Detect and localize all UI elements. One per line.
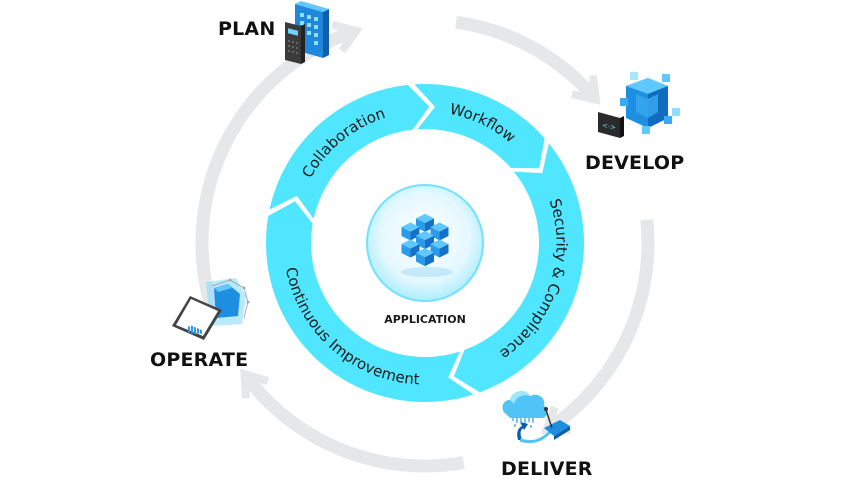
stage-label-develop: DEVELOP — [585, 152, 685, 174]
outer-arc-deliver-to-operate — [244, 376, 465, 473]
outer-arc-develop-to-deliver — [549, 219, 655, 431]
stage-label-plan: PLAN — [218, 18, 276, 40]
code-cubes-icon: <·> — [598, 72, 680, 138]
application-hub — [366, 184, 484, 302]
cloud-deploy-icon — [502, 391, 570, 444]
inner-segment-workflow — [414, 83, 545, 169]
outer-arc-plan-to-develop — [455, 15, 596, 99]
monitoring-dashboard-icon — [172, 278, 250, 340]
svg-text:<·>: <·> — [601, 121, 616, 132]
inner-segment-security — [453, 143, 584, 393]
inner-segment-continuous — [266, 201, 474, 403]
outer-arc-deliver-to-operate-arrowhead — [240, 368, 270, 399]
cube-cluster-icon — [401, 213, 449, 267]
stage-label-operate: OPERATE — [150, 349, 249, 371]
inner-segment-collaboration — [269, 84, 430, 219]
calendar-calculator-icon — [285, 1, 329, 64]
stage-label-deliver: DELIVER — [501, 458, 593, 480]
cube — [416, 248, 434, 267]
cube — [401, 222, 420, 241]
outer-arc-plan-to-develop-arrowhead — [571, 74, 601, 105]
application-label: APPLICATION — [384, 313, 466, 326]
outer-arc-operate-to-plan-arrowhead — [331, 20, 363, 54]
cube-shadow — [401, 267, 453, 277]
